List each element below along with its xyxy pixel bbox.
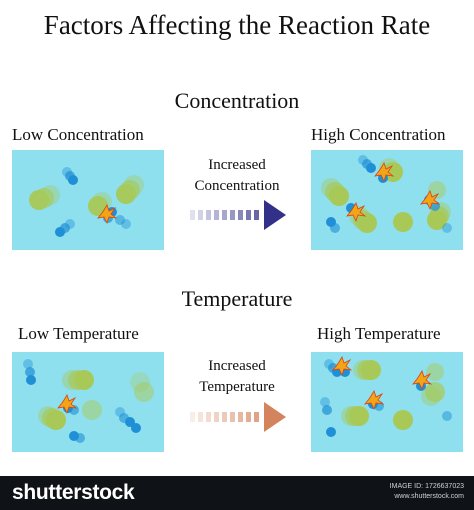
- concentration-arrow-line1: Increased: [208, 157, 266, 173]
- low-concentration-label: Low Concentration: [12, 125, 144, 144]
- shutterstock-logo: shutterstock: [12, 481, 135, 504]
- temperature-arrow-line1: Increased: [208, 358, 266, 374]
- high-temperature-molecules: [320, 356, 452, 437]
- low-concentration-molecules: [29, 167, 144, 237]
- page-title: Factors Affecting the Reaction Rate: [43, 10, 431, 40]
- high-concentration-molecules: [321, 155, 452, 233]
- increase-concentration-arrow-icon: [190, 200, 286, 230]
- high-temperature-box: [311, 352, 463, 452]
- site-url: www.shutterstock.com: [394, 493, 464, 500]
- temperature-heading: Temperature: [181, 286, 293, 311]
- concentration-heading: Concentration: [174, 88, 300, 113]
- image-id-label: IMAGE ID: 1726637023: [389, 483, 464, 490]
- high-concentration-box: [311, 150, 463, 250]
- low-temperature-label: Low Temperature: [18, 324, 139, 343]
- concentration-arrow-line2: Concentration: [194, 178, 280, 194]
- high-concentration-label: High Concentration: [311, 125, 446, 144]
- temperature-arrow-line2: Temperature: [199, 379, 275, 395]
- low-concentration-box: [12, 150, 164, 250]
- increase-temperature-arrow-icon: [190, 402, 286, 432]
- low-temperature-box: [12, 352, 164, 452]
- watermark-footer: shutterstock IMAGE ID: 1726637023 www.sh…: [0, 476, 474, 510]
- high-temperature-label: High Temperature: [317, 324, 441, 343]
- low-temperature-molecules: [23, 359, 154, 443]
- image-id-info: IMAGE ID: 1726637023 www.shutterstock.co…: [390, 482, 464, 502]
